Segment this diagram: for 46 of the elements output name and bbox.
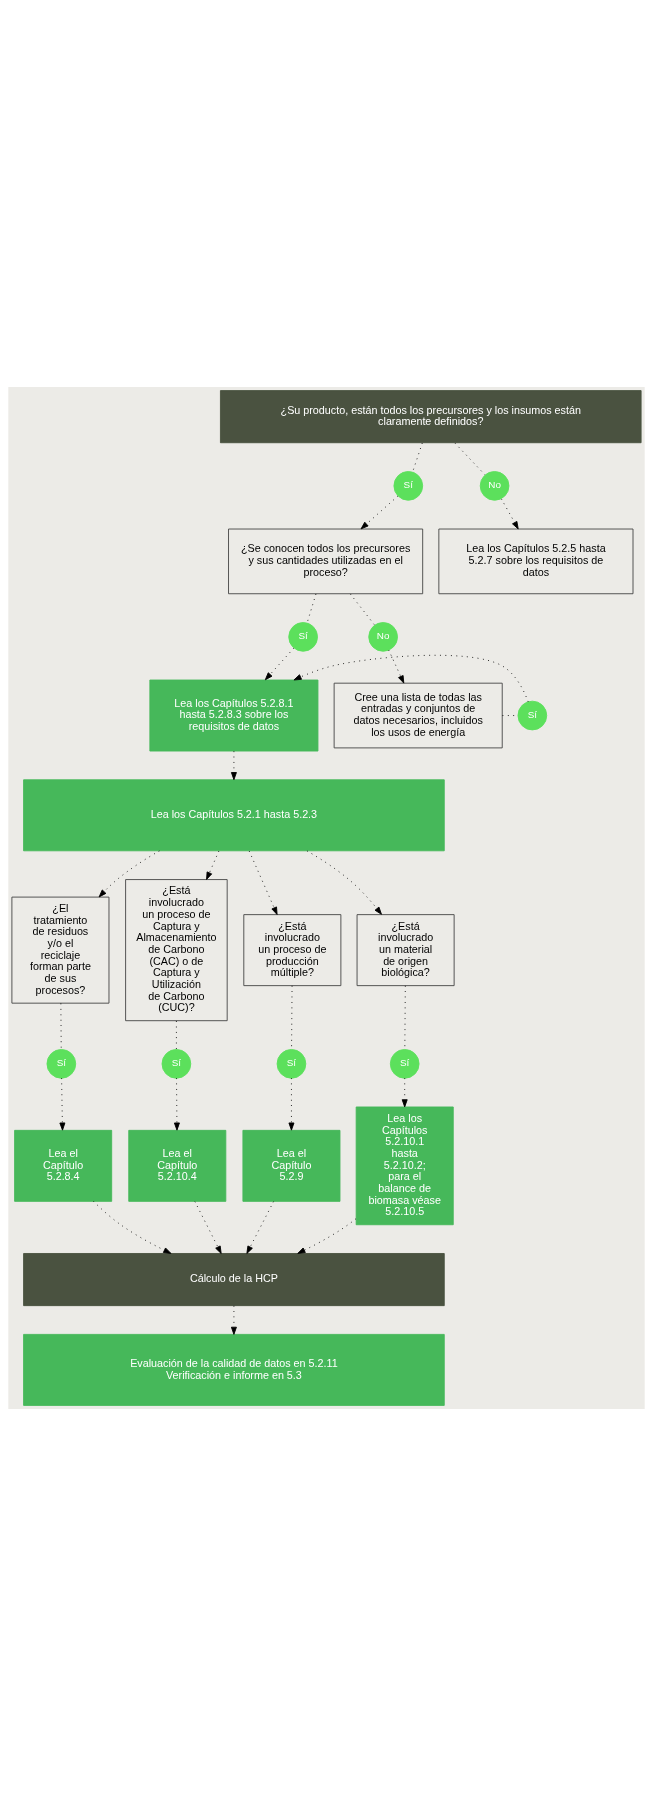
- node-box: ¿Su producto, están todos los precursores y los insumos están claramente definidos?: [220, 389, 642, 443]
- node-box: ¿Se conocen todos los precursores y sus cantidades utilizadas en el proceso?: [228, 528, 424, 594]
- node-box: Lea los Capítulos 5.2.10.1 hasta 5.2.10.2; para el balance de biomasa véase 5.2.10.5: [355, 1106, 454, 1225]
- arrow: [194, 1200, 222, 1254]
- arrow: [360, 495, 399, 529]
- node-box: Lea el Capítulo 5.2.8.4: [14, 1129, 113, 1202]
- node-box: Lea el Capítulo 5.2.10.4: [128, 1129, 227, 1202]
- node-circle: No: [368, 621, 398, 652]
- arrow: [264, 647, 295, 680]
- arrow: [288, 1077, 295, 1131]
- node-box: Lea los Capítulos 5.2.5 hasta 5.2.7 sobre los requisitos de datos: [438, 528, 634, 594]
- arrow: [306, 849, 382, 915]
- node-circle: Sí: [46, 1048, 77, 1079]
- node-box: ¿El tratamiento de residuos y/o el reciclaje forman parte de sus procesos?: [11, 896, 110, 1004]
- node-box: Lea los Capítulos 5.2.8.1 hasta 5.2.8.3 sobre los requisitos de datos: [149, 679, 319, 751]
- node-circle: Sí: [393, 470, 424, 501]
- arrow: [246, 1200, 274, 1254]
- node-circle: Sí: [161, 1048, 192, 1079]
- connector: [454, 442, 486, 475]
- arrow: [297, 1217, 357, 1254]
- node-box: Evaluación de la calidad de datos en 5.2.11 Verificación e informe en 5.3: [23, 1333, 445, 1406]
- node-circle: Sí: [276, 1048, 307, 1079]
- node-box: ¿Está involucrado un proceso de Captura y Almacenamiento de Carbono (CAC) o de Captura y Utilización de Carbono (CUC)?: [125, 878, 228, 1021]
- node-circle: No: [479, 470, 510, 501]
- arrow: [230, 1304, 237, 1335]
- node-circle: Sí: [288, 621, 318, 652]
- node-box: ¿Está involucrado un proceso de producción múltiple?: [243, 913, 342, 986]
- arrow: [388, 649, 405, 684]
- arrow: [59, 1077, 66, 1131]
- arrow: [206, 850, 220, 880]
- arrow: [500, 498, 519, 529]
- node-box: Lea el Capítulo 5.2.9: [242, 1129, 341, 1202]
- node-circle: Sí: [389, 1048, 420, 1079]
- arrow: [401, 1077, 408, 1107]
- arrow: [173, 1077, 180, 1131]
- arrow: [293, 654, 529, 702]
- node-box: Cálculo de la HCP: [23, 1252, 445, 1306]
- arrow: [93, 1200, 172, 1254]
- node-box: Cree una lista de todas las entradas y conjuntos de datos necesarios, incluidos los usos de energía: [333, 682, 503, 748]
- arrow: [98, 849, 160, 897]
- node-box: Lea los Capítulos 5.2.1 hasta 5.2.3: [23, 778, 445, 851]
- node-box: ¿Está involucrado un material de origen biológica?: [356, 913, 455, 986]
- connector: [412, 442, 423, 472]
- arrow: [230, 750, 237, 780]
- node-circle: Sí: [517, 700, 548, 730]
- arrow: [248, 850, 278, 915]
